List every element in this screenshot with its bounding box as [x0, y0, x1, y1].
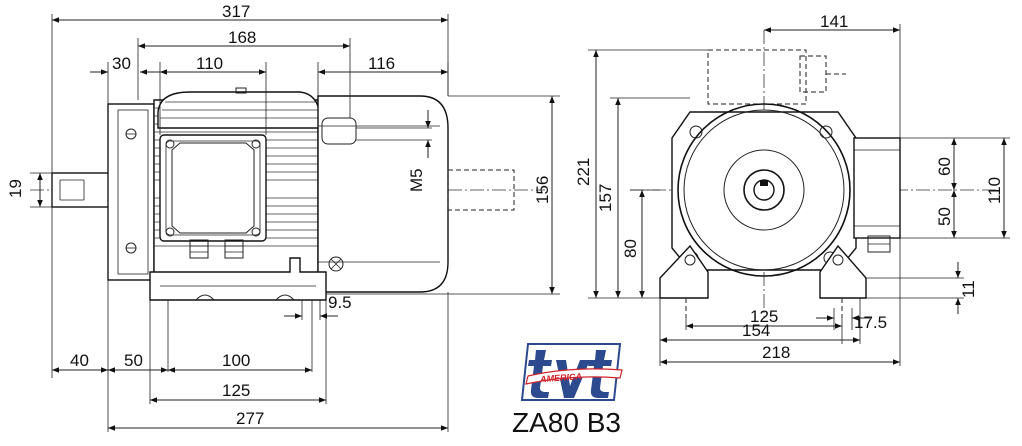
dim-foot-slot: 9.5: [328, 293, 352, 312]
dim-foot-width: 154: [742, 321, 770, 340]
dim-rear: 116: [368, 54, 395, 73]
dim-height: 156: [533, 176, 552, 204]
side-dimension-labels: 317 168 30 110 116 19 156 M5 9.5 40 50 1…: [6, 2, 552, 428]
dim-foot-len: 125: [222, 381, 250, 400]
terminal-box: [159, 134, 267, 242]
end-extension-lines: [588, 24, 1010, 366]
dim-terminal-box: 110: [196, 54, 223, 73]
dim-box-height: 110: [985, 177, 1004, 204]
dim-foot-hole: 17.5: [854, 313, 887, 332]
dim-shaft-height: 80: [621, 239, 640, 258]
dim-body-len: 277: [236, 409, 264, 428]
side-dimension-lines: [37, 17, 555, 431]
flange: [107, 103, 155, 281]
end-housing: [671, 103, 857, 277]
dim-box-offset: 141: [820, 12, 848, 31]
end-view: 141 221 157 80 60 50 110 11 125 17.5 154…: [574, 12, 1010, 366]
shaft: [51, 172, 111, 208]
end-dimension-lines: [593, 27, 1007, 365]
dim-flange: 30: [112, 54, 131, 73]
dim-thread: M5: [407, 168, 426, 192]
dim-a: 125: [750, 307, 778, 326]
end-dimension-labels: 141 221 157 80 60 50 110 11 125 17.5 154…: [574, 12, 1004, 362]
dim-total-height: 221: [574, 158, 593, 186]
feet: [149, 257, 327, 301]
tvt-america-logo: AMERICA: [520, 343, 623, 401]
model-label: ZA80 B3: [512, 407, 621, 438]
motor-body: [153, 87, 321, 281]
dim-b: 100: [222, 351, 250, 370]
fan-cover: [317, 95, 515, 293]
hidden-terminal-box: [707, 49, 846, 105]
dim-foot-thickness: 11: [959, 280, 978, 298]
dim-c: 50: [124, 351, 143, 370]
dim-shaft-len: 40: [70, 351, 89, 370]
dim-base-width: 218: [762, 343, 790, 362]
end-feet: [659, 244, 867, 318]
logo-word: AMERICA: [539, 371, 583, 384]
dim-overall-length: 317: [222, 2, 250, 21]
dim-housing-height: 157: [596, 184, 615, 212]
cable-glands: [189, 239, 244, 259]
side-view: 317 168 30 110 116 19 156 M5 9.5 40 50 1…: [6, 2, 560, 432]
dim-box-lower: 50: [935, 207, 954, 226]
dim-box-upper: 60: [935, 157, 954, 176]
side-terminal-box: [853, 137, 901, 253]
dim-top-span: 168: [228, 28, 256, 47]
dim-shaft-dia: 19: [6, 179, 25, 198]
